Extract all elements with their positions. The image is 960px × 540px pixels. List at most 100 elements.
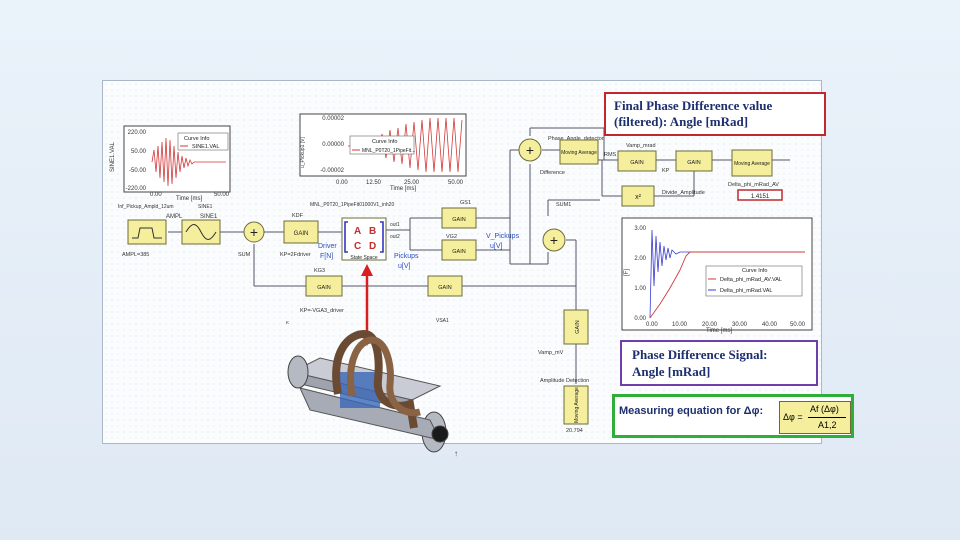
vamp-mrad-label: Vamp_mrad xyxy=(626,143,656,149)
phase-detector-junction[interactable]: + xyxy=(518,138,542,162)
sine-xtick-2: 50.00 xyxy=(214,192,230,198)
u-v-label: u[V] xyxy=(398,263,411,270)
sine-legend-title: Curve Info xyxy=(184,136,209,142)
phase-xtick-6: 50.00 xyxy=(790,322,806,328)
matrix-d: D xyxy=(369,241,376,252)
pickup-plot: u_Pickup1 [V] 0.00002 0.00000 -0.00002 C… xyxy=(299,113,467,208)
phase-xtick-4: 30.00 xyxy=(732,322,748,328)
kp-vga-label: KP=-VGA3_driver xyxy=(300,308,344,314)
phase-detector-symbol: + xyxy=(526,142,534,158)
pickup-xlabel: Time [ms] xyxy=(390,186,416,192)
gain-kdf-text: GAIN xyxy=(294,231,309,237)
sine-caption: Inf_Pickup_Ampld_12um xyxy=(118,204,174,210)
amp-value-label: 20.794 xyxy=(566,428,583,434)
sine-ytick-1: 220.00 xyxy=(128,130,147,136)
phase-ylabel: [F] xyxy=(624,269,630,276)
moving-average-2-block[interactable]: Moving Average xyxy=(731,149,773,177)
phase-ytick-3: 1.00 xyxy=(634,286,646,292)
gain-gs2-text: GAIN xyxy=(452,249,465,255)
gain-gs2-block[interactable]: GAIN xyxy=(441,239,477,261)
phase-signal-callout: Phase Difference Signal: Angle [mRad] xyxy=(620,340,818,386)
pickup-ylabel: u_Pickup1 [V] xyxy=(300,137,306,168)
v-pickups-label: V_Pickups xyxy=(486,233,520,240)
kgd-label: KG3 xyxy=(314,268,325,274)
phase-raw-curve xyxy=(649,229,805,319)
square-block[interactable]: x² xyxy=(621,185,655,207)
sine-block[interactable] xyxy=(181,219,221,245)
sum1-label: SUM1 xyxy=(556,202,571,208)
moving-average-1-text: Moving Average xyxy=(561,150,597,156)
gain-kp-text: GAIN xyxy=(687,160,700,166)
matrix-c: C xyxy=(354,241,361,252)
vsa1-label: VSA1 xyxy=(436,318,449,324)
gain-kp-block[interactable]: GAIN xyxy=(675,150,713,172)
phase-detector-label: Phase_Angle_detector xyxy=(548,136,604,142)
state-space-caption: State Space xyxy=(350,255,377,261)
gain-gs1-text: GAIN xyxy=(452,217,465,223)
phase-ytick-1: 3.00 xyxy=(634,226,646,232)
pickup-legend-entry: MNL_P0T20_1PipeFit... xyxy=(362,148,415,154)
measuring-equation-callout: Measuring equation for Δφ: Δφ = Af (Δφ) … xyxy=(612,394,854,438)
phase-signal-line2: Angle [mRad] xyxy=(632,364,711,379)
phase-plot: [F] 3.00 2.00 1.00 0.00 Curve Info Delta… xyxy=(621,217,813,334)
kp-label: KP xyxy=(662,168,670,174)
equation-lhs: Δφ = xyxy=(783,412,803,422)
pickup-xtick-2: 12.50 xyxy=(366,180,382,186)
out1-label: out1 xyxy=(390,222,400,228)
sine-xlabel: Time [ms] xyxy=(176,196,202,202)
sine-plot: SINE1.VAL 220.00 50.00 -50.00 -220.00 Cu… xyxy=(110,125,231,210)
u-v2-label: u[V] xyxy=(490,243,503,250)
difference-label: Difference xyxy=(540,170,565,176)
moving-average-3-block[interactable]: Moving Average xyxy=(563,385,589,425)
kdf-label: KDF xyxy=(292,213,304,219)
pickup-caption: MNL_P0T20_1PipeFit01000V1_inh20 xyxy=(310,202,394,208)
pickups-out-label: Pickups xyxy=(394,253,419,260)
out2-label: out2 xyxy=(390,234,400,240)
gain-feedback-1-block[interactable]: GAIN xyxy=(427,275,463,297)
phase-signal-line1: Phase Difference Signal: xyxy=(632,347,768,362)
wires xyxy=(168,127,790,384)
sum-label: SUM xyxy=(238,252,251,258)
sum1-junction[interactable]: + xyxy=(542,228,566,252)
gain-vamp-text: GAIN xyxy=(630,160,643,166)
sum1-symbol: + xyxy=(550,232,558,248)
sine1-label: SINE1 xyxy=(200,214,218,220)
driver-label: Driver xyxy=(318,243,337,250)
pickup-xtick-4: 50.00 xyxy=(448,180,464,186)
equation-box: Δφ = Af (Δφ) A1,2 xyxy=(779,401,851,434)
moving-average-1-block[interactable]: Moving Average xyxy=(559,139,599,165)
gs2-label: VG2 xyxy=(446,234,457,240)
divide-label: Divide_Amplitude xyxy=(662,190,705,196)
equation-fraction-bar xyxy=(808,417,846,418)
pickup-xtick-3: 25.00 xyxy=(404,180,420,186)
final-phase-line1: Final Phase Difference value xyxy=(614,98,773,113)
gain-vamp-mv-block[interactable]: GAIN xyxy=(563,309,589,345)
fn-label: F[N] xyxy=(320,253,333,260)
gain-vamp-mv-text: GAIN xyxy=(575,320,581,333)
gain-gs1-block[interactable]: GAIN xyxy=(441,207,477,229)
matrix-b: B xyxy=(369,226,376,237)
phase-legend-entry-1: Delta_phi_mRad_AV.VAL xyxy=(720,277,782,283)
gain-vamp-block[interactable]: GAIN xyxy=(617,150,657,172)
gain-feedback-2-block[interactable]: GAIN xyxy=(305,275,343,297)
pickup-ytick-1: 0.00002 xyxy=(322,116,344,122)
final-phase-callout: Final Phase Difference value (filtered):… xyxy=(604,92,826,136)
sine-legend-entry: SINE1.VAL xyxy=(192,144,219,150)
pickup-ytick-2: 0.00000 xyxy=(322,142,344,148)
pickup-ytick-3: -0.00002 xyxy=(320,168,344,174)
pickup-legend-title: Curve Info xyxy=(372,139,397,145)
canvas-cursor-mark: ↑ xyxy=(454,449,458,458)
phase-legend-entry-2: Delta_phi_mRad.VAL xyxy=(720,288,772,294)
phase-avg-curve xyxy=(649,251,805,319)
vamp-mv-label: Vamp_mV xyxy=(538,350,564,356)
equation-numerator: Af (Δφ) xyxy=(810,404,839,414)
phase-ytick-2: 2.00 xyxy=(634,256,646,262)
ampl-block[interactable] xyxy=(127,219,167,245)
gain-kdf-block[interactable]: GAIN xyxy=(283,220,319,244)
phase-xtick-3: 20.00 xyxy=(702,322,718,328)
sine-ytick-3: -50.00 xyxy=(129,168,147,174)
state-space-block[interactable]: A B C D State Space xyxy=(341,217,387,261)
delta-value: 1.4151 xyxy=(751,194,770,200)
sum-junction[interactable]: + xyxy=(243,221,265,243)
